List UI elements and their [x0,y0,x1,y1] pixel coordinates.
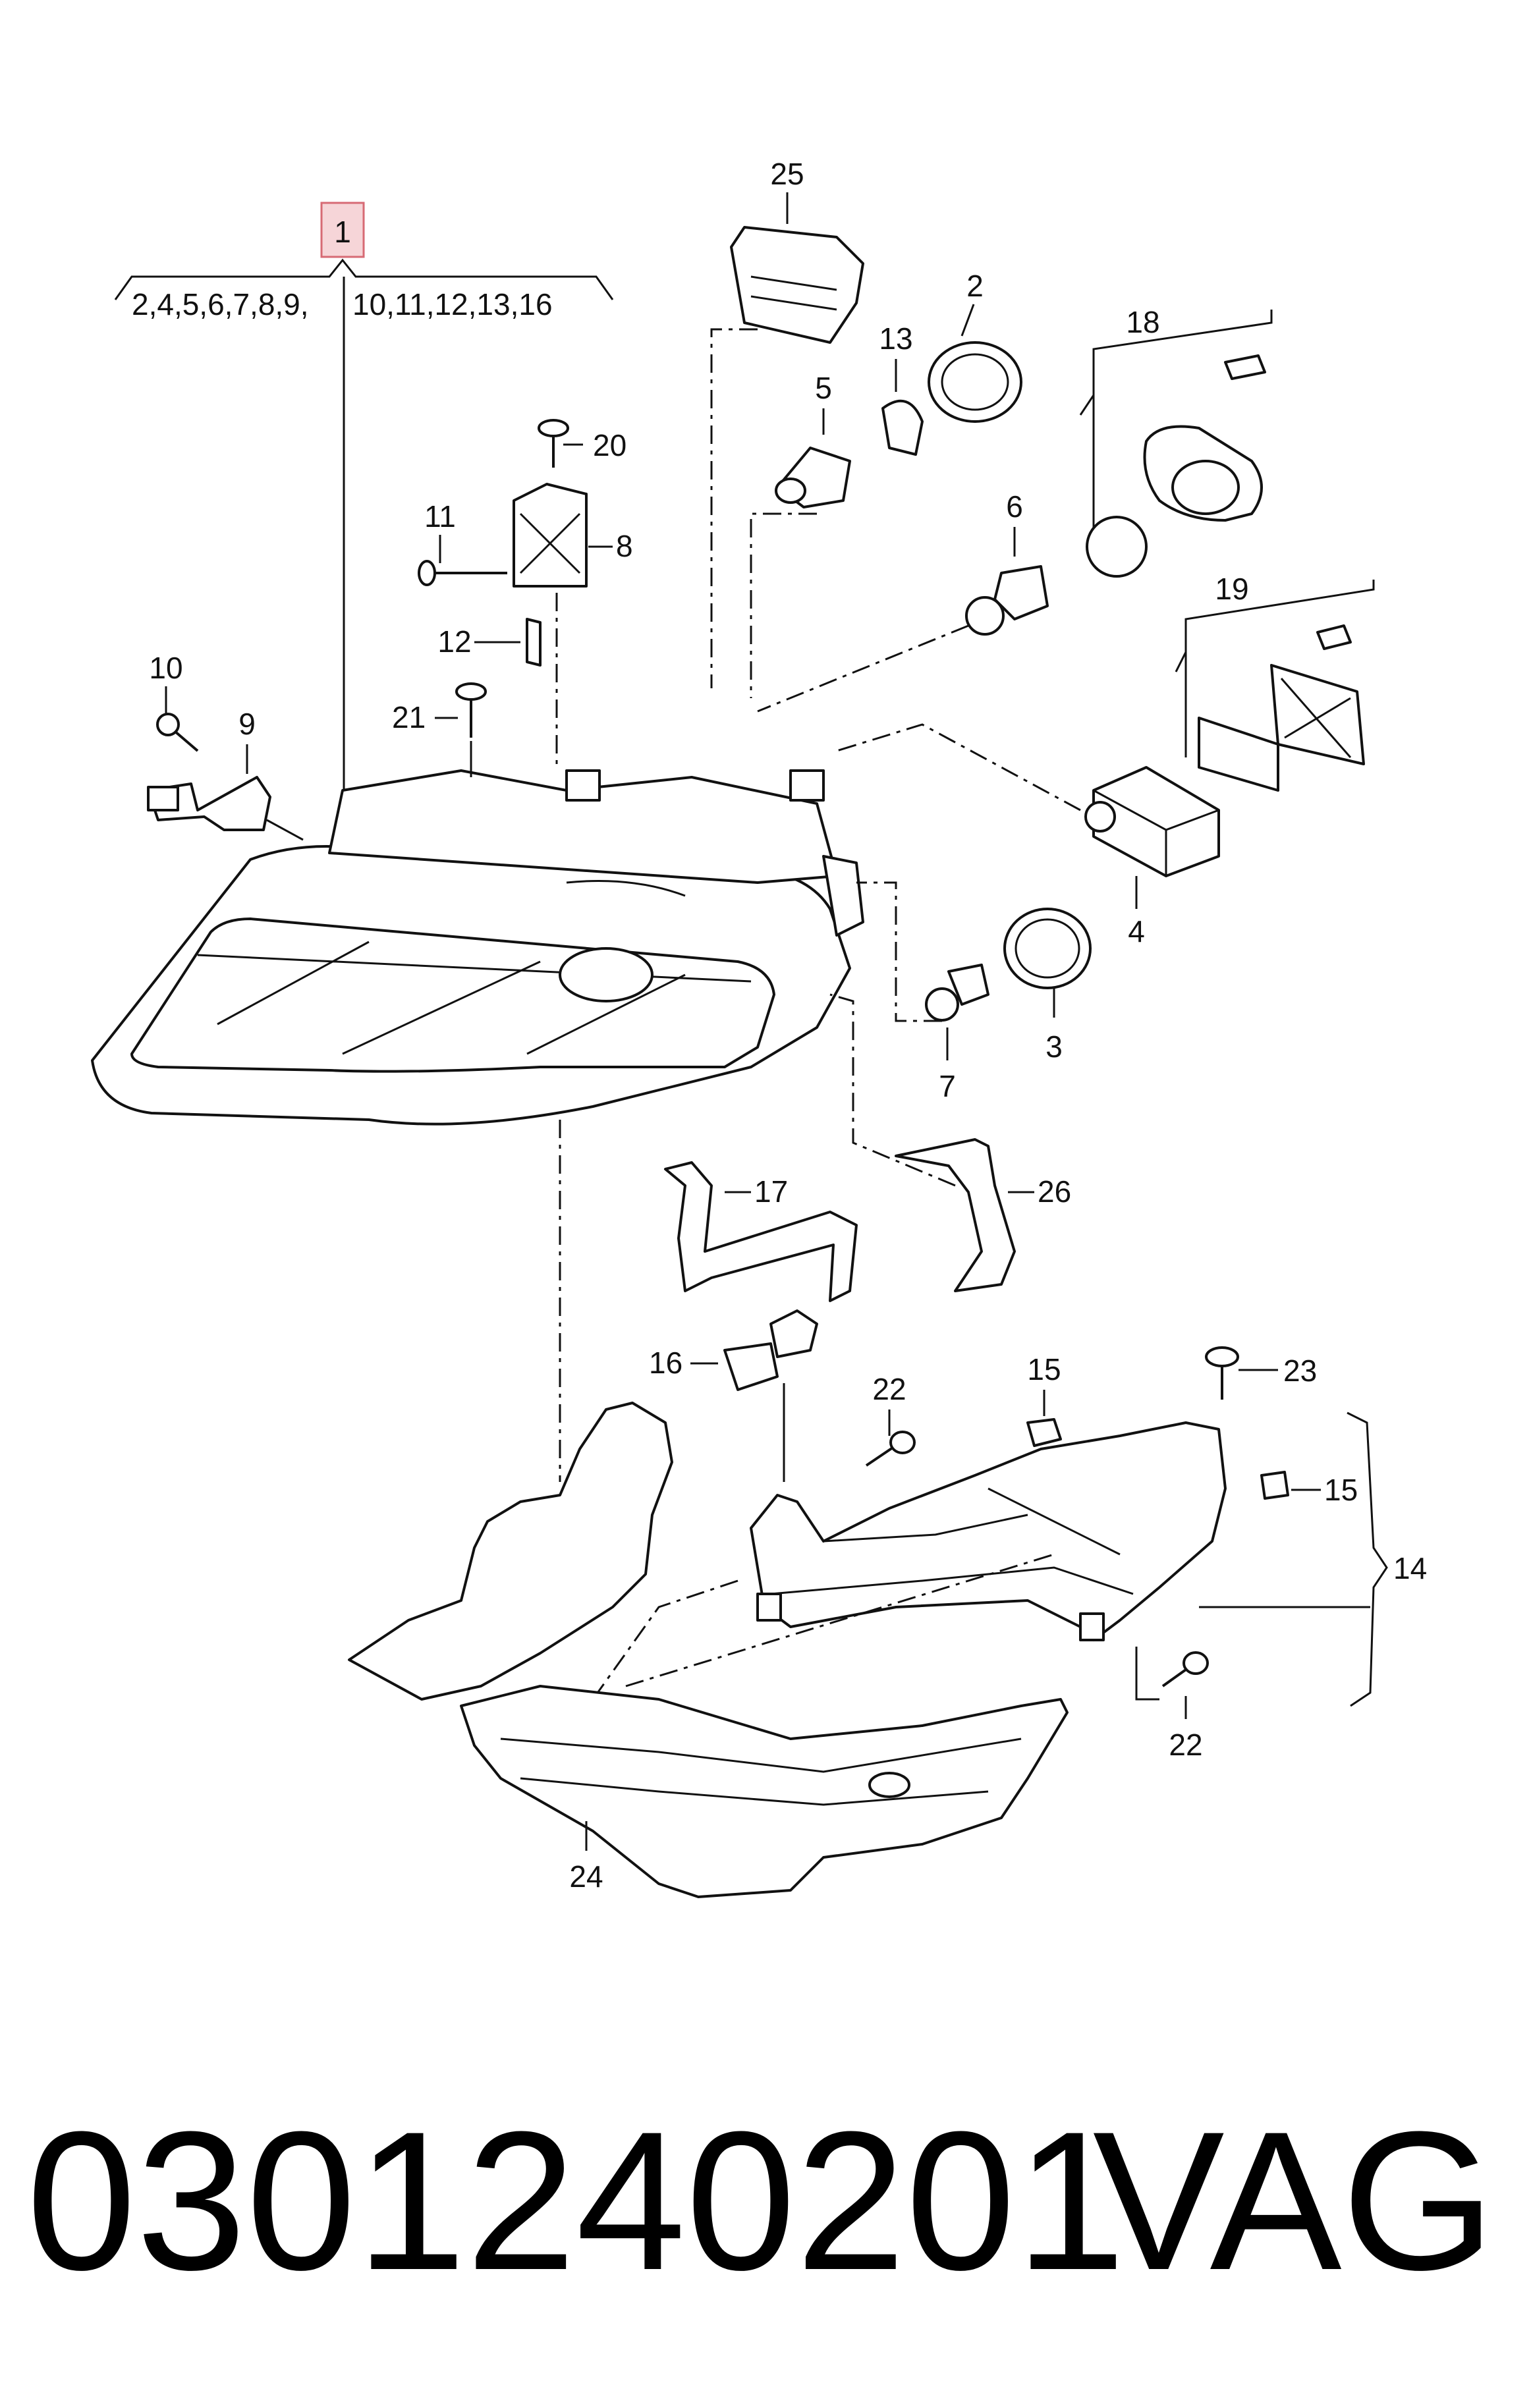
callout-13: 13 [879,321,912,356]
part-8-bracket: 8 [513,483,633,771]
part-17-hose: 17 [664,1161,858,1302]
callout-16: 16 [649,1346,682,1380]
part-14-bracket: 14 [592,1411,1427,1707]
part-22-screw-lower: 22 [1135,1647,1209,1762]
headlamp-housing [91,769,864,1126]
part-26-seal-strip: 26 [829,993,1071,1292]
part-7-bulb: 7 [856,881,989,1103]
part-19-cover: 19 [1175,572,1375,792]
callout-18: 18 [1126,305,1159,339]
callout-2: 2 [966,269,984,303]
callout-24: 24 [569,1859,603,1894]
callout-15a: 15 [1027,1352,1061,1386]
part-6-socket: 6 [757,489,1049,713]
part-15-clip-upper: 15 [1026,1352,1062,1447]
part-20-screw: 20 [538,419,626,468]
part-22-screw-upper: 22 [865,1372,916,1467]
callout-26: 26 [1038,1174,1071,1209]
brand-name: VAG [1093,2090,1495,2311]
part-12-clip: 12 [437,618,542,667]
part-11-screw: 11 [418,499,507,586]
group-brace [114,258,614,300]
part-3-cap: 3 [1003,908,1092,1064]
callout-20: 20 [593,428,626,462]
part-5-bulb: 5 [750,371,851,698]
callout-1: 1 [334,215,351,249]
callout-21: 21 [392,700,426,734]
part-4-control-unit: 4 [836,723,1220,948]
callout-11: 11 [424,499,456,534]
part-15-clip-right: 15 [1260,1471,1358,1507]
callout-17: 17 [754,1174,788,1209]
callout-9: 9 [238,707,256,741]
part-25-connector: 25 [710,157,864,688]
part-24-lower-bracket: 24 [348,1120,1069,1898]
part-10-screw: 10 [149,651,199,752]
callout-6: 6 [1006,489,1023,524]
part-21-screw: 21 [392,682,487,777]
part-16-grommet: 16 [649,1309,818,1482]
group-left-items: 2,4,5,6,7,8,9, [132,287,309,321]
callout-7: 7 [939,1069,956,1103]
part-13-clip: 13 [879,321,924,456]
callout-15b: 15 [1324,1473,1358,1507]
callout-14: 14 [1393,1551,1427,1585]
callout-3: 3 [1045,1029,1063,1064]
assembly-group-bracket: 1 2,4,5,6,7,8,9, 10,11,12,13,16 [114,202,614,823]
callout-25: 25 [770,157,804,191]
callout-1-highlight [320,202,365,258]
callout-8: 8 [616,529,633,563]
part-18-seal: 18 [1079,305,1273,578]
part-9-adjuster: 9 [147,707,304,841]
part-2-cap: 2 [928,269,1022,423]
callout-19: 19 [1215,572,1248,606]
callout-12: 12 [437,624,471,659]
callout-22a: 22 [872,1372,906,1406]
group-right-items: 10,11,12,13,16 [352,287,553,321]
callout-22b: 22 [1169,1728,1202,1762]
part-23-screw: 23 [1205,1346,1317,1400]
callout-23: 23 [1283,1354,1317,1388]
callout-5: 5 [815,371,832,405]
part-number: 0301240201 [26,2090,1125,2311]
callout-4: 4 [1128,914,1145,948]
callout-10: 10 [149,651,182,685]
